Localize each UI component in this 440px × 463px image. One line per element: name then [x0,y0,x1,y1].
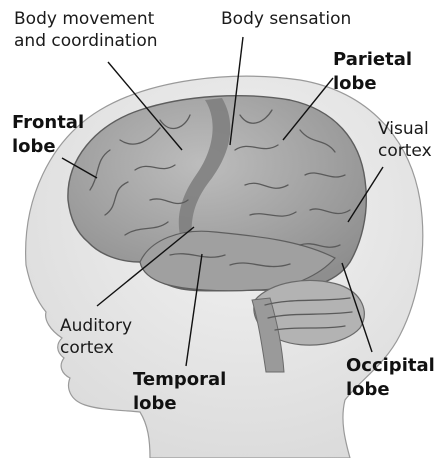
label-occipital-lobe: Occipital lobe [346,354,435,402]
body-movement-line1: Body movement [14,8,158,30]
occipital-line1: Occipital [346,354,435,378]
label-visual-cortex: Visual cortex [378,118,432,162]
label-temporal-lobe: Temporal lobe [133,368,226,416]
frontal-line1: Frontal [12,111,84,135]
auditory-line1: Auditory [60,315,132,337]
label-body-movement: Body movement and coordination [14,8,158,52]
visual-line2: cortex [378,140,432,162]
temporal-line1: Temporal [133,368,226,392]
body-sensation-line1: Body sensation [221,8,351,30]
frontal-line2: lobe [12,135,84,159]
parietal-line1: Parietal [333,48,412,72]
label-auditory-cortex: Auditory cortex [60,315,132,359]
body-movement-line2: and coordination [14,30,158,52]
auditory-line2: cortex [60,337,132,359]
label-parietal-lobe: Parietal lobe [333,48,412,96]
parietal-line2: lobe [333,72,412,96]
occipital-line2: lobe [346,378,435,402]
label-body-sensation: Body sensation [221,8,351,30]
visual-line1: Visual [378,118,432,140]
temporal-line2: lobe [133,392,226,416]
label-frontal-lobe: Frontal lobe [12,111,84,159]
